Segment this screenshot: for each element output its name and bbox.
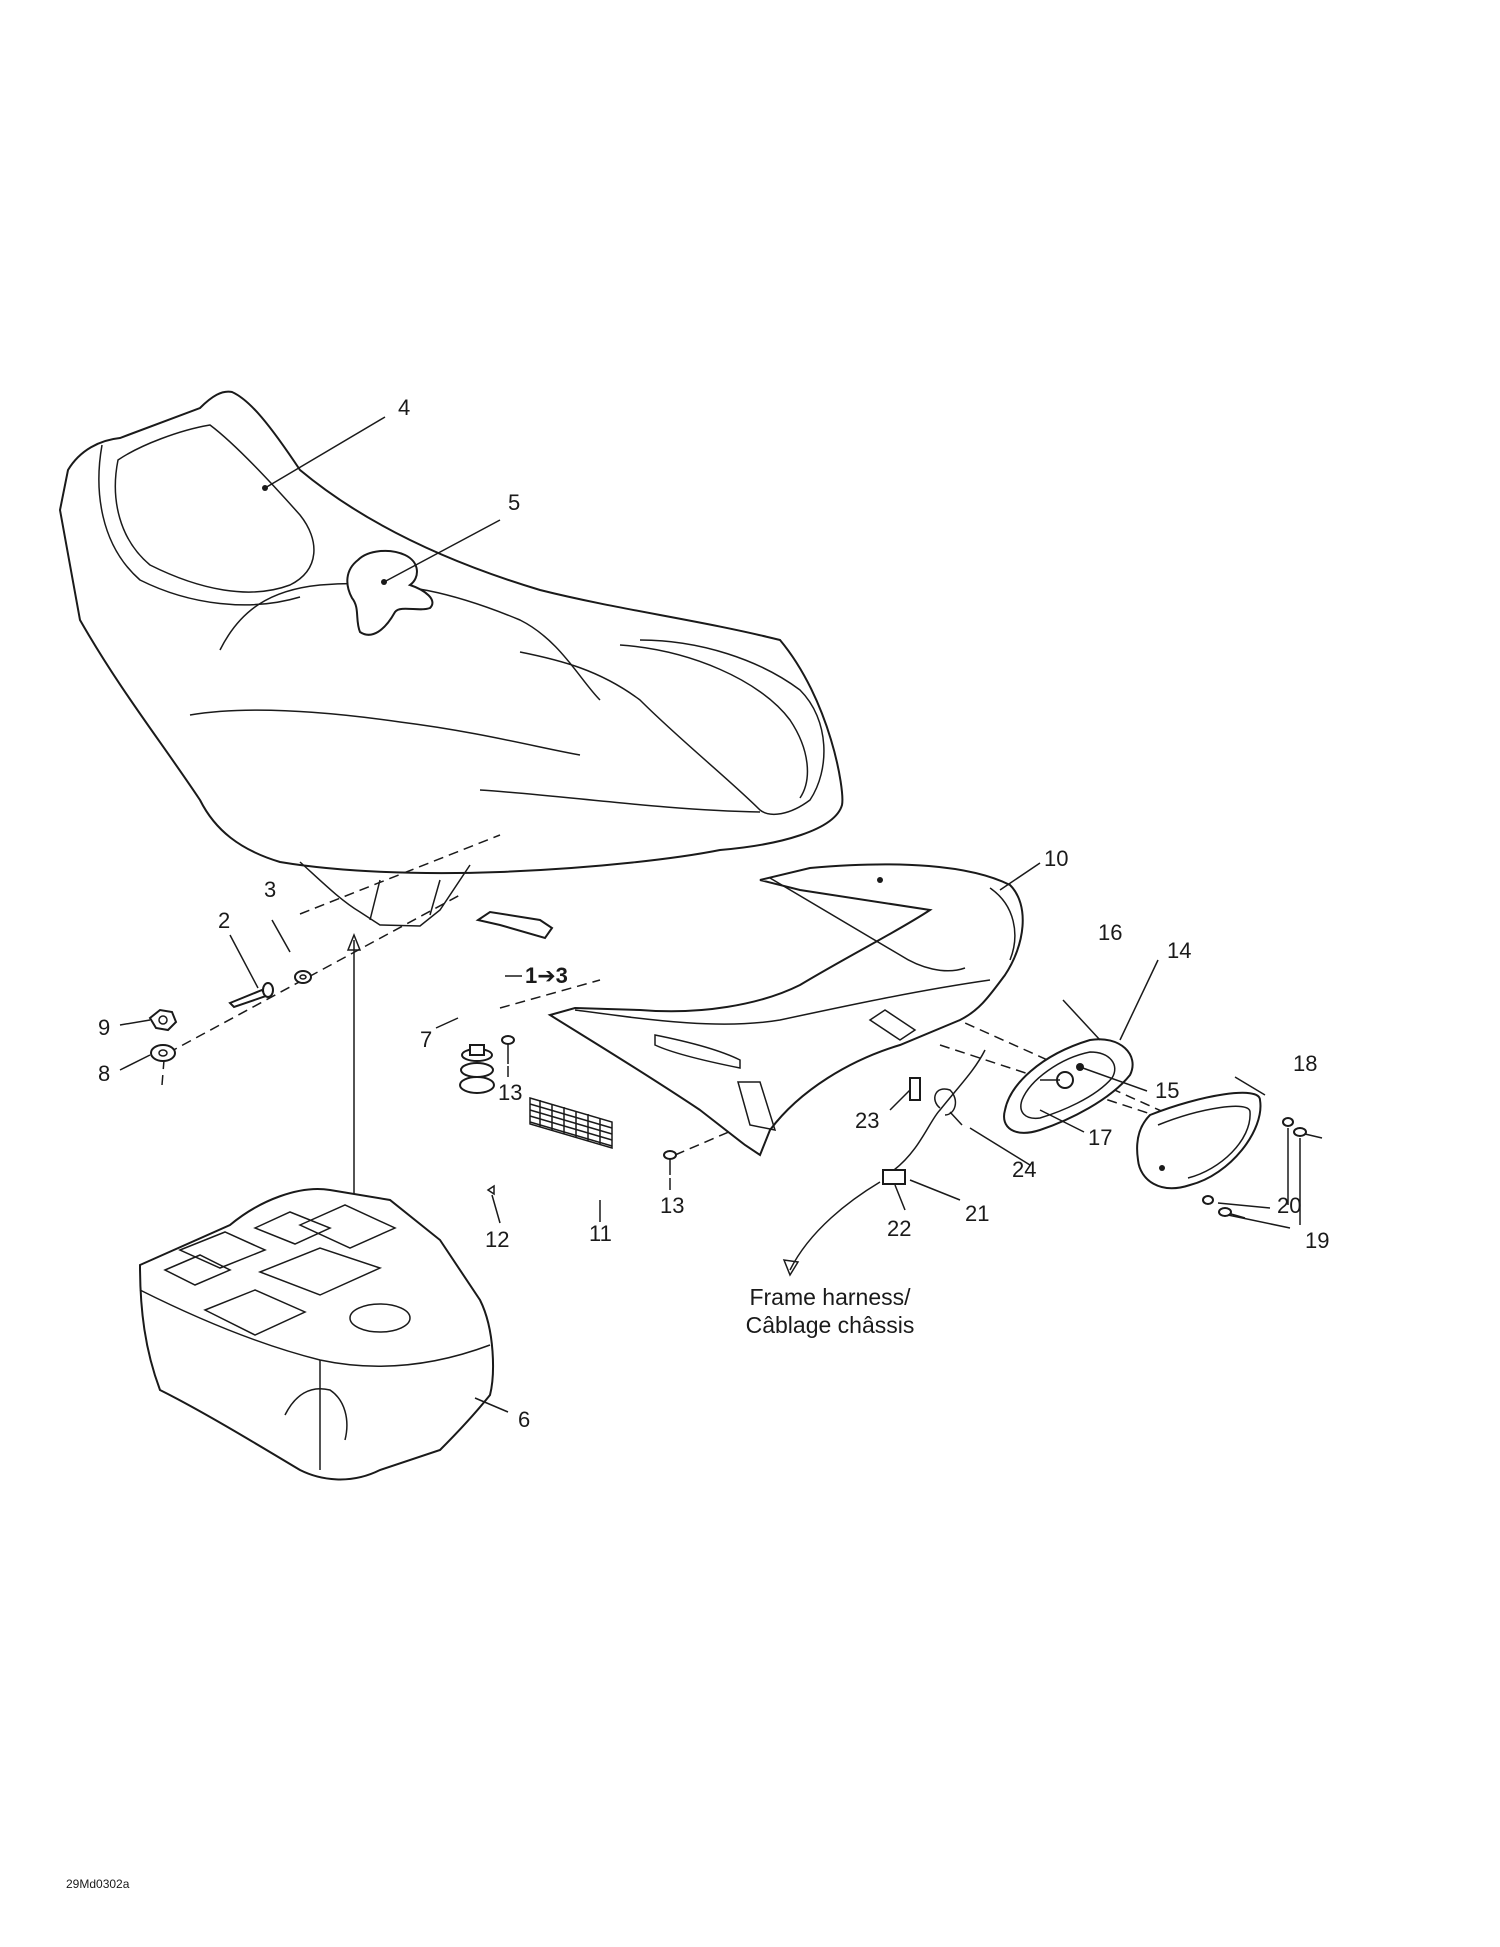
rear-cowl (547, 863, 1024, 1157)
callout-5: 5 (508, 490, 520, 515)
callout-6: 6 (518, 1407, 530, 1432)
seat-assembly (58, 390, 844, 940)
drawing-code: 29Md0302a (66, 1877, 130, 1891)
callout-20: 20 (1277, 1193, 1301, 1218)
callout-8: 8 (98, 1061, 110, 1086)
callout-4: 4 (398, 395, 410, 420)
storage-bin (138, 1188, 494, 1481)
callout-3: 3 (264, 877, 276, 902)
callout-1-to-3: 1➔3 (525, 963, 568, 988)
callout-17: 17 (1088, 1125, 1112, 1150)
screws-19-20 (1202, 1117, 1323, 1219)
callout-23: 23 (855, 1108, 879, 1133)
callout-10: 10 (1044, 846, 1068, 871)
rubber-mount (459, 1044, 495, 1094)
leader-lines (119, 862, 1301, 1413)
grille-11 (486, 1096, 613, 1196)
callout-24: 24 (1012, 1157, 1036, 1182)
callout-13-lower: 13 (660, 1193, 684, 1218)
callout-16: 16 (1098, 920, 1122, 945)
callout-14: 14 (1167, 938, 1191, 963)
callout-22: 22 (887, 1216, 911, 1241)
callout-11: 11 (589, 1221, 612, 1246)
fasteners-left (148, 970, 312, 1062)
screws-13 (501, 1035, 677, 1175)
callout-13-upper: 13 (498, 1080, 522, 1105)
callout-21: 21 (965, 1201, 989, 1226)
callout-15: 15 (1155, 1078, 1179, 1103)
frame-harness-note-line2: Câblage châssis (746, 1312, 915, 1338)
callout-2: 2 (218, 908, 230, 933)
callout-9: 9 (98, 1015, 110, 1040)
connectors (782, 1049, 986, 1277)
callout-19: 19 (1305, 1228, 1329, 1253)
callout-18: 18 (1293, 1051, 1317, 1076)
callout-12: 12 (485, 1227, 509, 1252)
callout-labels: 4 5 10 3 2 1➔3 16 14 9 7 8 18 15 13 23 1… (98, 395, 1329, 1432)
tail-light (1003, 1038, 1262, 1190)
frame-harness-note-line1: Frame harness/ (749, 1284, 911, 1310)
callout-7: 7 (420, 1027, 432, 1052)
